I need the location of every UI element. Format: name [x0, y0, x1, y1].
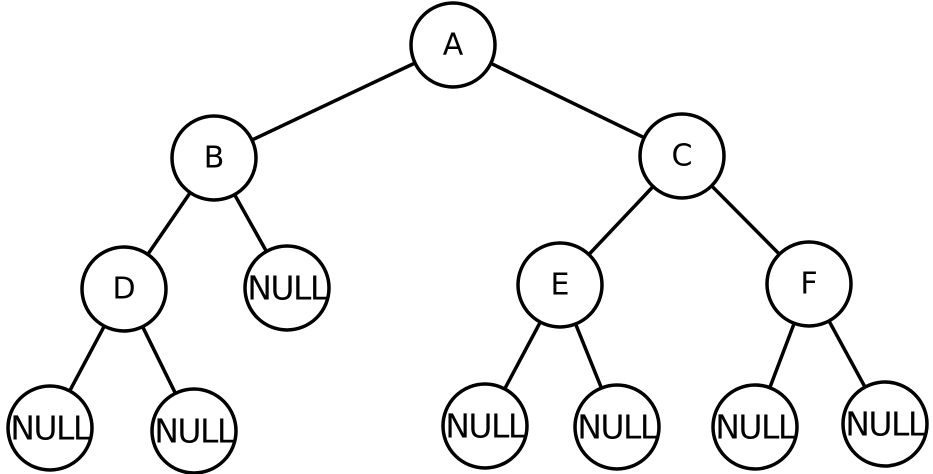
node-label: B: [204, 141, 225, 176]
edge-e-to-e-left: [502, 320, 543, 391]
tree-node-e-left: NULL: [441, 382, 529, 470]
null-node-label: NULL: [715, 408, 797, 447]
tree-node-f-left: NULL: [711, 383, 799, 471]
edge-b-to-d: [146, 190, 192, 257]
node-circle: [573, 383, 661, 471]
edge-e-to-e-right: [573, 322, 604, 390]
tree-node-d: D: [80, 245, 168, 333]
node-circle: [516, 241, 604, 329]
null-node-label: NULL: [10, 409, 92, 448]
edges: [67, 61, 867, 396]
tree-node-e: E: [516, 241, 604, 329]
node-label: E: [551, 268, 570, 303]
tree-node-a: A: [409, 1, 497, 89]
node-circle: [170, 114, 258, 202]
node-circle: [6, 384, 94, 472]
node-circle: [441, 382, 529, 470]
edge-f-to-f-right: [827, 319, 867, 389]
node-circle: [765, 240, 853, 328]
tree-node-f: F: [765, 240, 853, 328]
tree-node-d-right: NULL: [150, 387, 238, 474]
nodes: A B C D NULL E F NULL NULL NULL NULL NULL NULL: [6, 1, 929, 474]
edge-f-to-f-left: [768, 321, 796, 390]
null-node-label: NULL: [845, 405, 927, 444]
tree-node-d-left: NULL: [6, 384, 94, 472]
edge-b-to-b-right: [232, 192, 269, 254]
edge-c-to-e: [587, 184, 655, 257]
node-label: D: [112, 272, 135, 307]
tree-node-c: C: [638, 112, 726, 200]
tree-node-f-right: NULL: [841, 380, 929, 468]
node-circle: [841, 380, 929, 468]
node-circle: [409, 1, 497, 89]
node-label: F: [800, 267, 817, 302]
edge-d-to-d-left: [67, 324, 107, 393]
edge-d-to-d-right: [140, 324, 178, 396]
null-node-label: NULL: [445, 407, 527, 446]
edge-a-to-c: [489, 61, 646, 140]
node-circle: [711, 383, 799, 471]
edge-a-to-b: [250, 61, 417, 142]
null-node-label: NULL: [247, 269, 329, 308]
edge-c-to-f: [709, 184, 782, 256]
node-label: C: [672, 139, 693, 174]
node-label: A: [443, 28, 464, 63]
tree-node-b-right: NULL: [243, 244, 331, 332]
node-circle: [80, 245, 168, 333]
null-node-label: NULL: [154, 412, 236, 451]
node-circle: [638, 112, 726, 200]
tree-node-b: B: [170, 114, 258, 202]
tree-node-e-right: NULL: [573, 383, 661, 471]
node-circle: [150, 387, 238, 474]
null-node-label: NULL: [577, 408, 659, 447]
node-circle: [243, 244, 331, 332]
